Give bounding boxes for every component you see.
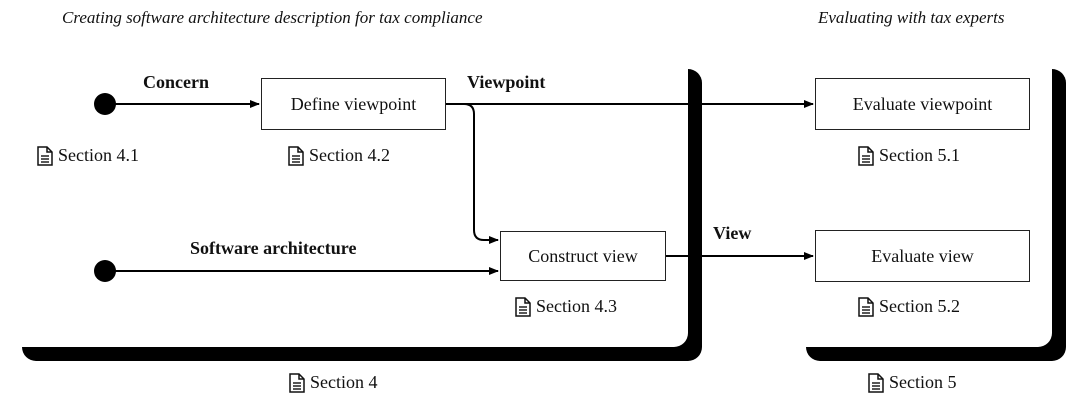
section-4-2-ref: Section 4.2 <box>287 145 390 166</box>
section-4-ref: Section 4 <box>288 372 378 393</box>
viewpoint-to-construct-arrow <box>446 103 499 244</box>
construct-view-box: Construct view <box>500 231 666 281</box>
define-viewpoint-box: Define viewpoint <box>261 78 446 130</box>
left-phase-heading: Creating software architecture descripti… <box>62 8 483 27</box>
document-icon <box>858 296 874 317</box>
section-5-2-ref: Section 5.2 <box>857 296 960 317</box>
software-architecture-label: Software architecture <box>190 238 357 258</box>
concern-start-node <box>94 93 116 115</box>
document-icon <box>515 296 531 317</box>
section-4-3-text: Section 4.3 <box>536 296 617 316</box>
section-5-ref: Section 5 <box>867 372 957 393</box>
section-5-1-text: Section 5.1 <box>879 145 960 165</box>
document-icon <box>868 372 884 393</box>
right-phase-heading: Evaluating with tax experts <box>818 8 1005 27</box>
view-label: View <box>713 223 752 243</box>
concern-label: Concern <box>143 72 209 92</box>
section-4-1-ref: Section 4.1 <box>36 145 139 166</box>
section-4-text: Section 4 <box>310 372 378 392</box>
section-4-3-ref: Section 4.3 <box>514 296 617 317</box>
architecture-start-node <box>94 260 116 282</box>
section-5-2-text: Section 5.2 <box>879 296 960 316</box>
section-5-1-ref: Section 5.1 <box>857 145 960 166</box>
document-icon <box>289 372 305 393</box>
document-icon <box>288 145 304 166</box>
evaluate-viewpoint-box: Evaluate viewpoint <box>815 78 1030 130</box>
document-icon <box>37 145 53 166</box>
section-5-text: Section 5 <box>889 372 957 392</box>
viewpoint-label: Viewpoint <box>467 72 546 92</box>
section-4-2-text: Section 4.2 <box>309 145 390 165</box>
document-icon <box>858 145 874 166</box>
section-4-1-text: Section 4.1 <box>58 145 139 165</box>
evaluate-view-box: Evaluate view <box>815 230 1030 282</box>
